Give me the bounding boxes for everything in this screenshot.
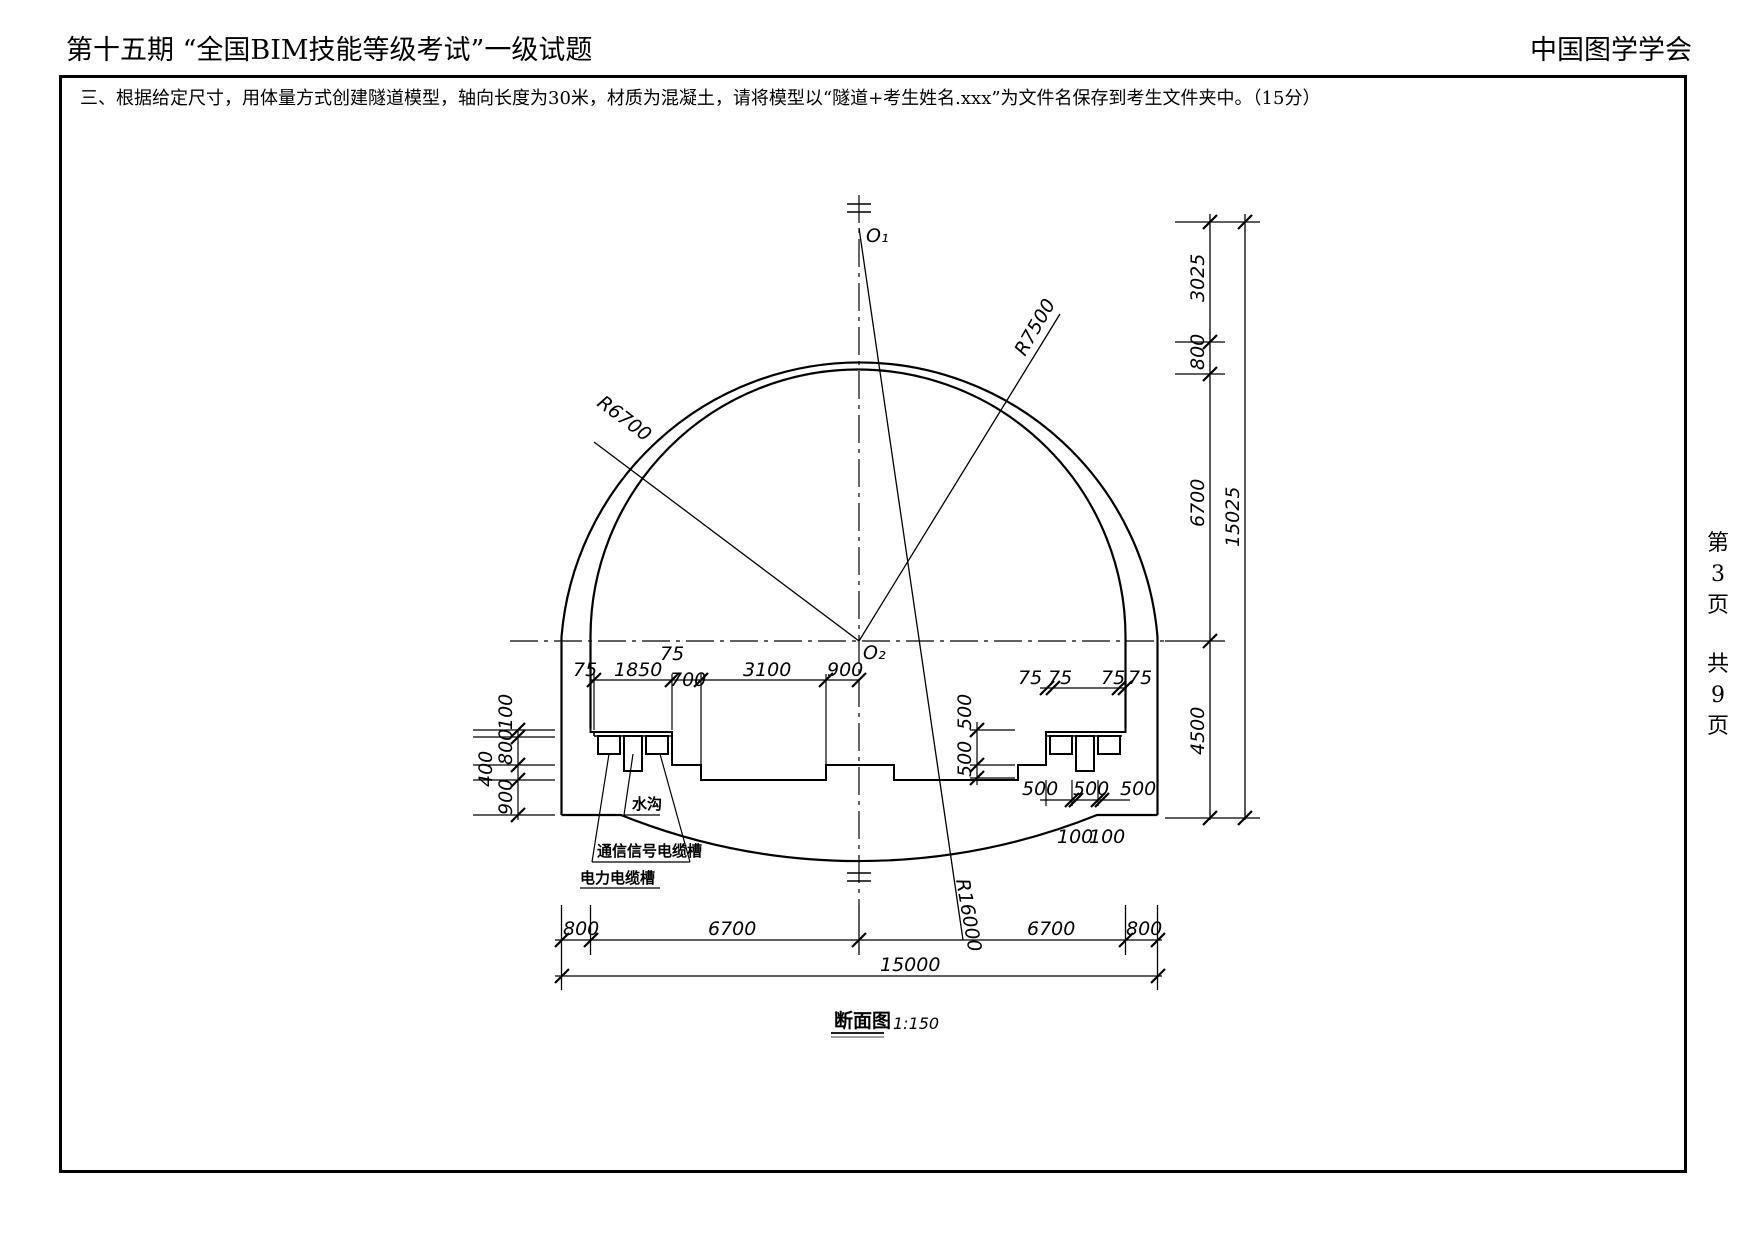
dim-15000: 15000 — [880, 954, 940, 976]
dim-75-b: 75 — [660, 643, 684, 665]
point-o2-label: O₂ — [863, 642, 886, 664]
dim-6700-right: 6700 — [1027, 918, 1075, 940]
dim-100-left: 100 — [495, 694, 517, 730]
r6700-label: R6700 — [593, 391, 655, 446]
dim-500-r3: 500 — [1120, 778, 1156, 800]
inner-arch — [589, 368, 1127, 728]
power-cable-trough-right — [1097, 735, 1121, 755]
dim-75-d: 75 — [1048, 667, 1072, 689]
dim-75-e: 75 — [1101, 667, 1125, 689]
dim-500-lower: 500 — [954, 741, 976, 777]
dim-800-left-vert: 800 — [495, 729, 517, 765]
water-ditch-left — [623, 735, 643, 772]
dim-400-left: 400 — [475, 751, 497, 787]
header-title: 第十五期 “全国BIM技能等级考试”一级试题 — [66, 35, 593, 66]
page-total: 9 — [1711, 683, 1725, 708]
dim-75-c: 75 — [1018, 667, 1042, 689]
r16000-leader — [858, 227, 964, 941]
outer-arch — [560, 361, 1159, 815]
dim-6700-vertical: 6700 — [1187, 479, 1209, 527]
page-indicator: 第 3 页 共 9 页 — [1704, 528, 1732, 742]
r16000-label: R16000 — [951, 877, 985, 953]
header-organization: 中国图学学会 — [1530, 35, 1692, 66]
power-trough-label: 电力电缆槽 — [580, 869, 655, 887]
dim-4500: 4500 — [1187, 707, 1209, 755]
r7500-label: R7500 — [1010, 295, 1060, 359]
page-label-di: 第 — [1706, 531, 1729, 556]
dim-3100: 3100 — [743, 659, 791, 681]
dim-500-upper: 500 — [954, 694, 976, 730]
page-label-ye2: 页 — [1706, 714, 1729, 739]
dim-900: 900 — [827, 659, 863, 681]
dim-3025: 3025 — [1187, 254, 1209, 302]
point-o1-label: O₁ — [866, 225, 889, 247]
r7500-leader — [858, 313, 1061, 642]
dim-1850: 1850 — [614, 659, 662, 681]
dim-100-r2: 100 — [1089, 826, 1125, 848]
dim-75-a: 75 — [573, 659, 597, 681]
section-scale: 1:150 — [893, 1014, 939, 1033]
page-number: 3 — [1711, 562, 1725, 587]
drawing-frame — [59, 75, 1687, 1173]
comm-cable-trough-left — [597, 735, 621, 755]
section-caption: 断面图 — [834, 1009, 891, 1032]
comm-cable-trough-right — [1049, 735, 1073, 755]
question-text: 三、根据给定尺寸，用体量方式创建隧道模型，轴向长度为30米，材质为混凝土，请将模… — [80, 88, 1321, 109]
floor-profile — [589, 728, 1127, 781]
dim-700: 700 — [670, 669, 706, 691]
ditch-label: 水沟 — [632, 795, 662, 813]
dim-100-r1: 100 — [1057, 826, 1093, 848]
page-label-ye: 页 — [1706, 593, 1729, 618]
dim-900-left: 900 — [495, 779, 517, 815]
dim-800-right: 800 — [1126, 918, 1162, 940]
r6700-leader — [593, 441, 860, 642]
dim-500-r2: 500 — [1073, 778, 1109, 800]
dim-75-f: 75 — [1128, 667, 1152, 689]
page-label-gong: 共 — [1706, 652, 1729, 677]
dim-800-left: 800 — [563, 918, 599, 940]
dim-6700-left: 6700 — [708, 918, 756, 940]
dim-800-top: 800 — [1187, 334, 1209, 370]
power-cable-trough-left — [645, 735, 669, 755]
dim-15025: 15025 — [1222, 487, 1244, 547]
water-ditch-right — [1075, 735, 1095, 772]
dim-500-r1: 500 — [1022, 778, 1058, 800]
comm-trough-label: 通信信号电缆槽 — [597, 842, 702, 860]
